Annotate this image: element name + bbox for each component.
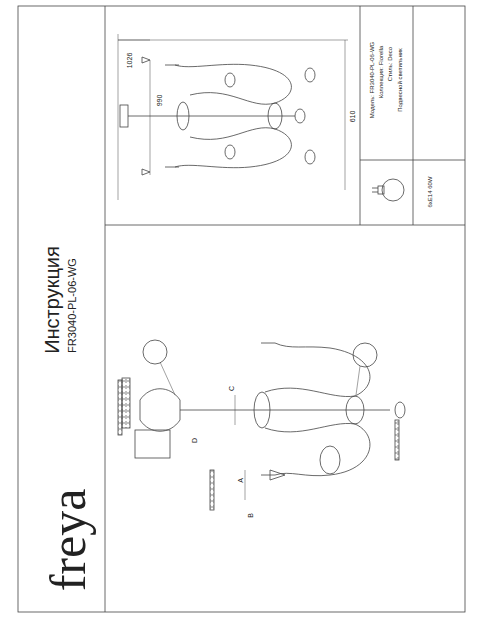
brand-logo: freya <box>43 489 93 592</box>
callout-letter: C <box>229 385 236 390</box>
callout-letter: D <box>192 437 199 442</box>
spec-text: Стиль: Deco <box>387 47 393 81</box>
spec-text: Модель: FR3040-PL-06-WG <box>369 42 375 119</box>
callout-letter: B <box>246 513 253 518</box>
sheet-title: Инструкция <box>42 246 62 354</box>
spec-text: Подвесной светильник <box>397 48 403 111</box>
spec-text: Коллекция: Fiorella <box>378 46 384 99</box>
bulb-spec: 6xE14 60W <box>427 176 433 207</box>
model-code: FR3040-PL-06-WG <box>66 258 77 353</box>
dimension: 1026 <box>126 52 133 68</box>
dimension: 610 <box>350 110 357 122</box>
callout-letter: A <box>236 478 243 483</box>
dimension: 990 <box>157 94 164 106</box>
